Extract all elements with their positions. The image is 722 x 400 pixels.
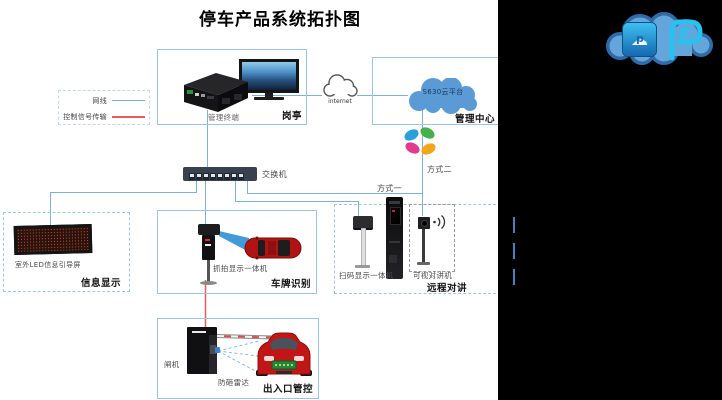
switch-device [183, 167, 257, 181]
internet-node: internet [318, 74, 362, 105]
gate-label: 闸机 [164, 360, 180, 369]
car-top-icon [244, 236, 302, 260]
led-screen-label: 室外LED信息引导屏 [15, 261, 81, 269]
management-center-label: 管理中心 [455, 114, 496, 125]
info-display-label: 信息显示 [80, 278, 121, 289]
gate-control-label: 出入口管控 [262, 384, 313, 395]
video-intercom-group [409, 204, 455, 272]
video-intercom-head [418, 217, 430, 229]
intercom-pillar-device [386, 197, 403, 279]
internet-label: internet [328, 98, 352, 105]
camera-body [202, 235, 215, 260]
legend: 网线 控制信号传输 [58, 90, 150, 125]
diagram-title: 停车产品系统拓扑图 [199, 10, 361, 30]
legend-network-label: 网线 [92, 96, 107, 105]
remote-intercom-label: 远程对讲 [427, 283, 468, 294]
car-front-icon [256, 332, 312, 376]
radar-sensor [215, 347, 220, 353]
info-display-box: 室外LED信息引导屏 信息显示 [3, 212, 130, 292]
signal-waves-icon [433, 215, 446, 229]
pinwheel-icon [402, 125, 438, 159]
monitor-screen [239, 59, 299, 93]
camera-label: 抓拍显示一体机 [213, 264, 268, 273]
legend-control-label: 控制信号传输 [63, 112, 107, 121]
booth-box: 管理终端 岗亭 [157, 49, 307, 125]
plate-recognition-label: 车牌识别 [270, 279, 311, 290]
platform-label: S630云平台 [422, 88, 464, 96]
svg-text:P: P [679, 25, 690, 43]
plate-recognition-box: 抓拍显示一体机 车牌识别 [157, 210, 317, 294]
border-artifact [513, 243, 515, 259]
brand-logo: ☁ p P [602, 12, 716, 68]
management-center-box: S630云平台 管理中心 [372, 57, 522, 125]
platform-cloud-icon [409, 78, 477, 114]
gate-control-box: 闸机 防砸雷达 出入口管控 [157, 318, 319, 399]
radar-beam-lines [217, 340, 266, 374]
radar-label: 防砸雷达 [218, 378, 250, 387]
camera-beam-icon [219, 231, 249, 252]
internet-cloud-icon [323, 74, 358, 97]
method-one-label: 方式一 [377, 184, 402, 193]
network-line-swatch [112, 100, 145, 101]
logo-app-tile: ☁ p [623, 23, 656, 56]
video-intercom-label: 可视对讲机 [413, 271, 452, 280]
scan-terminal-label: 扫码显示一体机 [339, 271, 394, 280]
booth-label: 岗亭 [281, 111, 302, 122]
border-artifact [513, 269, 515, 285]
monitor-device [239, 59, 299, 100]
side-panel: ☁ p P [498, 0, 722, 400]
camera-head [198, 224, 220, 235]
border-artifact [513, 217, 515, 233]
led-screen-device [13, 223, 93, 256]
cloud-p-icon: ☁ [631, 29, 648, 50]
method-two-label: 方式二 [427, 165, 452, 174]
switch-label: 交换机 [262, 170, 287, 179]
platform-cloud: S630云平台 [403, 78, 483, 114]
control-line-swatch [112, 115, 145, 118]
logo-p-icon: P [669, 19, 703, 61]
gate-cabinet [187, 327, 217, 374]
remote-intercom-box: 扫码显示一体机 可视对讲机 远程对讲 [334, 197, 516, 294]
legend-row-control: 控制信号传输 [59, 110, 149, 123]
terminal-label: 管理终端 [208, 113, 240, 122]
legend-row-network: 网线 [59, 94, 149, 107]
terminal-device [184, 73, 248, 112]
